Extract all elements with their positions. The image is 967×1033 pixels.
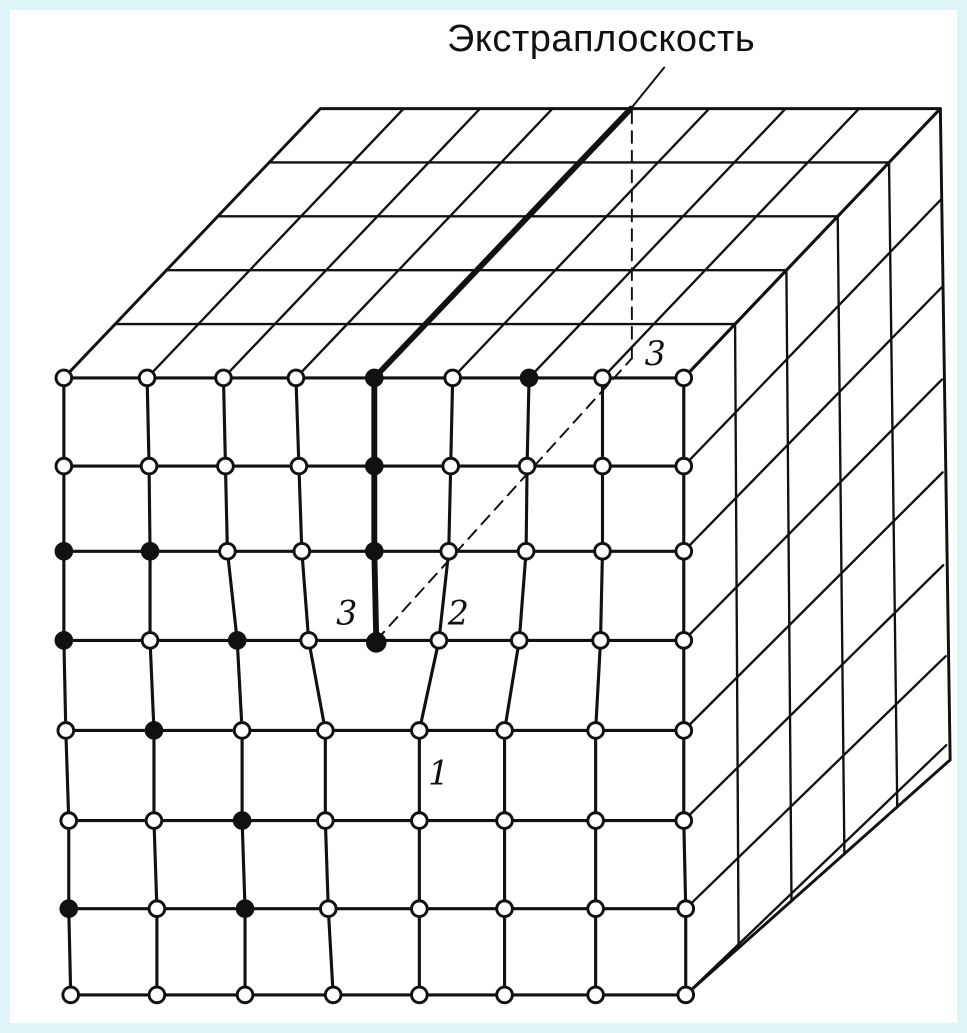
atom-node	[366, 370, 382, 386]
atom-node	[521, 370, 537, 386]
atom-node	[325, 987, 341, 1003]
atom-node	[220, 543, 236, 559]
atom-node	[676, 723, 692, 739]
atom-node	[63, 987, 79, 1003]
atom-node	[497, 813, 513, 829]
dislocation-dashed-line	[376, 358, 632, 640]
atom-node	[441, 543, 457, 559]
atom-node	[234, 813, 250, 829]
atom-node	[58, 723, 74, 739]
atom-node	[318, 723, 334, 739]
atom-node	[431, 633, 447, 649]
atom-node	[61, 901, 77, 917]
atom-node	[320, 901, 336, 917]
crystal-lattice-diagram: 3 3 2 1	[10, 10, 957, 1023]
atom-node	[588, 813, 604, 829]
atom-node	[146, 723, 162, 739]
atom-node	[291, 458, 307, 474]
extra-half-plane-top-edge	[374, 109, 631, 378]
atom-node	[141, 458, 157, 474]
atom-node	[676, 813, 692, 829]
atom-node	[229, 633, 245, 649]
atom-node	[288, 370, 304, 386]
atom-node	[588, 723, 604, 739]
label-right-of-edge: 2	[447, 594, 469, 633]
atom-node	[445, 370, 461, 386]
atom-node	[142, 543, 158, 559]
atom-node	[676, 633, 692, 649]
atom-node	[497, 987, 513, 1003]
atom-node	[149, 987, 165, 1003]
atom-node	[588, 901, 604, 917]
atom-node	[218, 458, 234, 474]
atom-node	[595, 458, 611, 474]
label-below: 1	[428, 753, 449, 792]
atom-node	[149, 901, 165, 917]
atom-node	[678, 987, 694, 1003]
right-face-line	[684, 200, 941, 467]
atom-node	[412, 813, 428, 829]
atom-node	[412, 901, 428, 917]
atom-node	[367, 634, 385, 652]
atom-node	[366, 458, 382, 474]
right-face-outline	[684, 109, 950, 995]
extra-half-plane-column	[374, 378, 376, 640]
atom-node	[593, 633, 609, 649]
atom-node	[237, 901, 253, 917]
diagram-canvas: Экстраплоскость 3 3 2 1	[10, 10, 957, 1023]
atom-node	[366, 543, 382, 559]
atom-node	[56, 370, 72, 386]
atom-node	[294, 543, 310, 559]
top-face-line	[453, 109, 710, 378]
atom-node	[676, 543, 692, 559]
atom-node	[595, 543, 611, 559]
atom-node	[216, 370, 232, 386]
atom-node	[676, 370, 692, 386]
atom-node	[497, 723, 513, 739]
title-leader-line	[627, 67, 664, 113]
atom-node	[519, 458, 535, 474]
atom-node	[139, 370, 155, 386]
top-face-line	[223, 109, 480, 378]
atom-node	[56, 458, 72, 474]
label-left-of-edge: 3	[336, 594, 357, 633]
atom-node	[518, 543, 534, 559]
atom-node	[61, 813, 77, 829]
atom-node	[237, 987, 253, 1003]
atom-node	[511, 633, 527, 649]
atom-node	[56, 543, 72, 559]
atom-node	[234, 723, 250, 739]
extra-half-plane	[374, 109, 631, 641]
atom-node	[588, 987, 604, 1003]
atom-node	[676, 458, 692, 474]
right-face-line	[735, 324, 739, 948]
atom-node	[56, 633, 72, 649]
atom-node	[412, 723, 428, 739]
top-face-line	[147, 109, 404, 378]
label-top-right: 3	[645, 334, 666, 373]
atom-node	[301, 633, 317, 649]
top-face-line	[602, 109, 859, 378]
top-face-line	[296, 109, 553, 378]
atom-node	[678, 901, 694, 917]
atom-node	[595, 370, 611, 386]
atom-node	[318, 813, 334, 829]
atom-node	[412, 987, 428, 1003]
atom-node	[497, 901, 513, 917]
atom-node	[443, 458, 459, 474]
atom-node	[142, 633, 158, 649]
atom-node	[146, 813, 162, 829]
